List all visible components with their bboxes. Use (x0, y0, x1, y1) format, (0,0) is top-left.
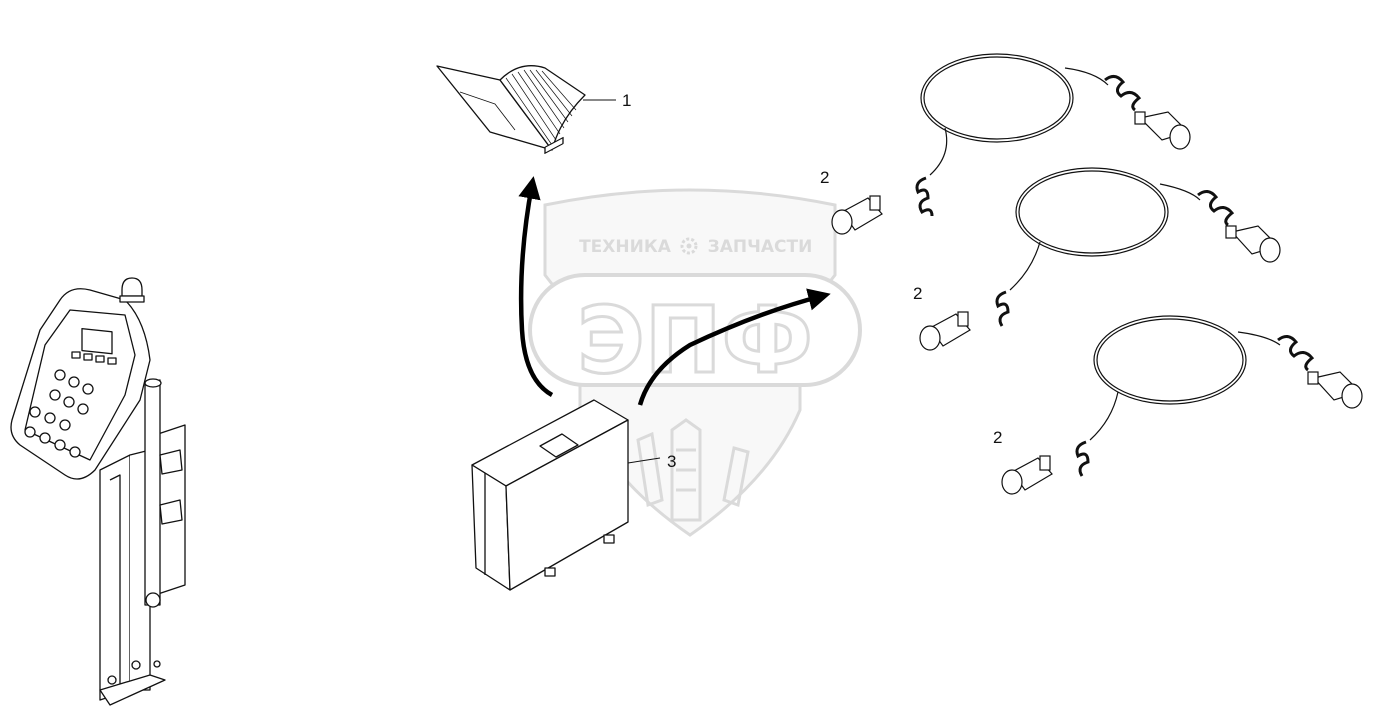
cable-b (919, 167, 1281, 351)
watermark-towers (636, 418, 750, 522)
watermark-band (528, 273, 862, 387)
console-beacon (121, 277, 143, 297)
arrow-to-cables (637, 288, 831, 406)
callout-manual: 1 (622, 91, 631, 110)
leader-case (627, 457, 661, 464)
console-keypad (24, 351, 117, 458)
arrow-to-manual (518, 176, 554, 397)
connector-b-left (919, 311, 971, 351)
connector-c-right (1307, 371, 1363, 409)
connector-a-right (1134, 111, 1191, 150)
connector-a-left (831, 195, 883, 235)
watermark-left-text: ТЕХНИКА (579, 237, 672, 257)
console-body (10, 288, 151, 480)
callout-cable-c: 2 (993, 428, 1002, 447)
connector-b-right (1225, 225, 1281, 263)
operator-manual (436, 65, 616, 151)
connector-c-left (1001, 455, 1053, 495)
callout-cable-a: 2 (820, 168, 829, 187)
carry-case (471, 136, 661, 591)
control-console (10, 277, 186, 706)
cable-c (1001, 315, 1363, 495)
gear-icon (680, 237, 698, 255)
console-screen (81, 327, 113, 355)
cable-a (831, 53, 1191, 235)
watermark-right-text: ЗАПЧАСТИ (708, 237, 813, 257)
callout-case: 3 (667, 452, 676, 471)
callout-cable-b: 2 (913, 284, 922, 303)
